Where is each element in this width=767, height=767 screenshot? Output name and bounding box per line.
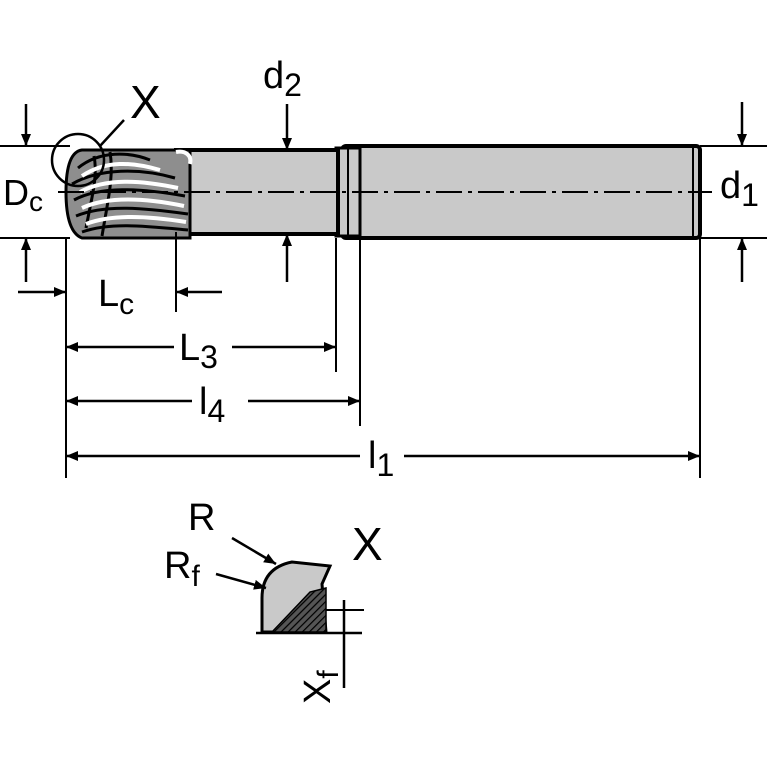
d1-label: d1 bbox=[720, 165, 759, 213]
detail-x-title: X bbox=[352, 518, 383, 570]
detail-view bbox=[256, 560, 364, 688]
rf-leader bbox=[215, 572, 267, 590]
rf-label: Rf bbox=[164, 545, 200, 593]
detail-x-label: X bbox=[130, 76, 161, 128]
l4-label: l4 bbox=[199, 381, 225, 429]
detail-x-circle bbox=[50, 132, 106, 188]
dc-label: Dc bbox=[3, 172, 43, 217]
extension-lines bbox=[0, 145, 767, 478]
r-label: R bbox=[188, 497, 215, 539]
tool-body bbox=[58, 144, 712, 240]
l1-label: l1 bbox=[368, 435, 394, 483]
r-leader bbox=[231, 536, 277, 566]
detail-x-leader bbox=[99, 119, 125, 147]
flute-highlights bbox=[79, 149, 193, 226]
d2-label: d2 bbox=[263, 55, 302, 103]
lc-label: Lc bbox=[98, 273, 134, 321]
xf-label: Xf bbox=[297, 670, 345, 704]
l3-label: L3 bbox=[179, 327, 218, 375]
